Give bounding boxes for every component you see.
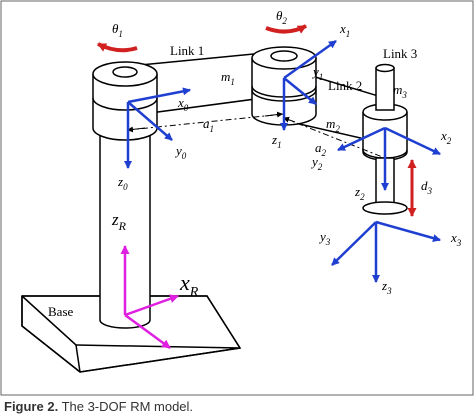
theta2-label: θ2 (276, 8, 287, 26)
y0-label: y0 (174, 143, 187, 161)
z1-label: z1 (271, 132, 282, 150)
a1-label: a1 (203, 116, 214, 134)
joint1-cylinder (92, 61, 158, 141)
m2-label: m2 (326, 116, 340, 134)
base-block-edges (21, 295, 241, 373)
frame0-axes (124, 87, 191, 169)
caption-text: The 3-DOF RM model. (58, 399, 194, 414)
reference-frame-axes (120, 245, 179, 350)
x2-label: x2 (440, 128, 452, 146)
link2-label: Link 2 (328, 78, 362, 93)
frame1-axes (280, 39, 337, 131)
y1-label: y1 (311, 64, 323, 82)
z2-label: z2 (354, 184, 365, 202)
xR-label: xR (179, 270, 199, 300)
theta1-label: θ1 (112, 21, 123, 39)
rotation-arrow-theta1 (97, 42, 138, 53)
frame3-axes (331, 220, 441, 283)
z3-label: z3 (381, 278, 392, 296)
base-column (99, 129, 151, 329)
z0-label: z0 (117, 174, 128, 192)
link3-label: Link 3 (383, 46, 417, 61)
caption-prefix: Figure 2. (4, 399, 59, 414)
x1-label: x1 (339, 21, 350, 39)
link-length-a2 (283, 116, 386, 159)
link-length-a1 (127, 111, 285, 133)
link1-label: Link 1 (170, 43, 204, 58)
x3-label: x3 (450, 230, 462, 248)
m3-label: m3 (393, 82, 407, 100)
d3-label: d3 (421, 178, 433, 196)
figure-caption: Figure 2. The 3-DOF RM model. (4, 399, 193, 414)
figure-border (0, 0, 474, 396)
x0-label: x0 (177, 95, 189, 113)
y3-label: y3 (318, 229, 331, 247)
rotation-arrow-theta2 (265, 24, 307, 34)
a2-label: a2 (315, 140, 327, 158)
zR-label: zR (111, 210, 127, 233)
y2-label: y2 (310, 154, 323, 172)
m1-label: m1 (221, 69, 235, 87)
base-label: Base (48, 304, 74, 319)
frame2-axes (337, 126, 441, 191)
